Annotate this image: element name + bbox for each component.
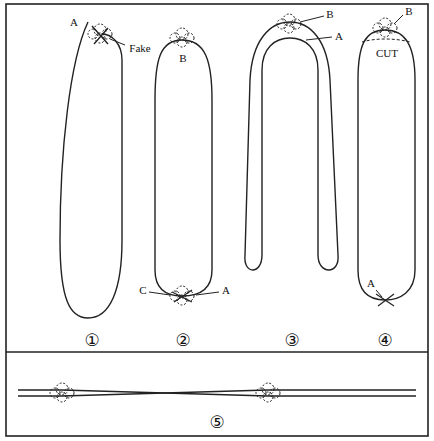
rope-loop-1	[60, 22, 125, 318]
callout-text: Fake	[128, 43, 151, 54]
frame	[6, 4, 428, 436]
point-letter: A	[221, 285, 231, 296]
rope-loop-3	[245, 14, 338, 270]
point-letter: B	[178, 53, 187, 64]
point-letter: A	[366, 278, 376, 289]
point-letter: A	[334, 31, 344, 42]
rope-loop-4	[358, 15, 415, 306]
panel-number: ④	[376, 332, 393, 349]
point-letter: A	[69, 17, 79, 28]
divider	[6, 351, 428, 353]
panel-number: ②	[174, 332, 191, 349]
point-letter: B	[325, 9, 334, 20]
panel-number: ①	[83, 332, 100, 349]
point-letter: C	[138, 285, 147, 296]
rope-spliced	[18, 383, 416, 402]
point-letter: B	[404, 6, 413, 17]
callout-text: CUT	[375, 48, 399, 59]
rope-loop-2	[149, 28, 219, 305]
panel-number: ③	[283, 332, 300, 349]
panel-number: ⑤	[208, 414, 225, 431]
